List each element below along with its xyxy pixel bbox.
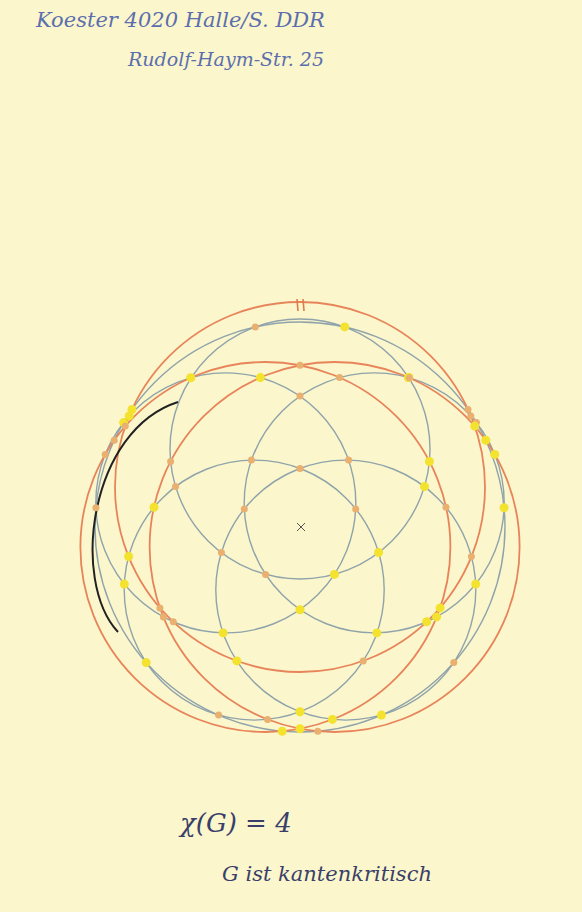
graph-vertex: [248, 457, 255, 464]
graph-vertex: [296, 707, 305, 716]
graph-vertex: [360, 657, 367, 664]
tick-mark: [297, 299, 298, 311]
graph-vertex: [436, 603, 445, 612]
graph-vertex: [167, 458, 174, 465]
graph-vertex: [404, 373, 413, 382]
graph-vertex: [296, 724, 305, 733]
graph-vertex: [252, 323, 259, 330]
graph-vertex: [262, 571, 269, 578]
graph-vertex: [377, 711, 386, 720]
graph-vertex: [406, 374, 413, 381]
graph-edge: [124, 460, 384, 720]
graph-vertex: [150, 503, 159, 512]
graph-vertex: [420, 482, 429, 491]
graph-vertex: [160, 613, 167, 620]
graph-vertex: [142, 658, 151, 667]
graph-vertex: [336, 374, 343, 381]
graph-vertex: [297, 465, 304, 472]
graph-edge: [170, 319, 430, 579]
graph-edge: [96, 373, 356, 633]
graph-vertex: [241, 505, 248, 512]
graph-vertex: [340, 322, 349, 331]
graph-edge: [244, 373, 504, 633]
graph-vertex: [465, 406, 472, 413]
graph-vertex: [232, 656, 241, 665]
graph-vertex: [425, 457, 434, 466]
graph-vertex: [330, 570, 339, 579]
handwritten-note: G ist kantenkritisch: [222, 862, 432, 886]
graph-vertex: [297, 362, 304, 369]
graph-vertex: [219, 628, 228, 637]
black-edge: [93, 402, 178, 632]
graph-edges: [80, 302, 519, 732]
graph-vertex: [490, 450, 499, 459]
tick-mark: [303, 299, 304, 311]
graph-vertex: [170, 618, 177, 625]
graph-edge: [95, 322, 505, 732]
handwritten-note: Rudolf-Haym-Str. 25: [128, 48, 324, 70]
graph-vertex: [122, 423, 129, 430]
graph-vertex: [468, 553, 475, 560]
graph-vertex: [120, 580, 129, 589]
graph-vertices: [92, 322, 508, 735]
graph-vertex: [372, 628, 381, 637]
graph-edge: [80, 362, 450, 732]
graph-vertex: [422, 617, 431, 626]
graph-vertex: [215, 712, 222, 719]
graph-vertex: [102, 451, 109, 458]
graph-vertex: [172, 483, 179, 490]
handwritten-note: Koester 4020 Halle/S. DDR: [36, 8, 325, 32]
graph-vertex: [470, 422, 479, 431]
graph-vertex: [278, 727, 287, 736]
graph-vertex: [443, 504, 450, 511]
graph-vertex: [328, 715, 337, 724]
graph-vertex: [124, 552, 133, 561]
graph-vertex: [297, 393, 304, 400]
graph-vertex: [264, 716, 271, 723]
graph-edge: [150, 362, 520, 732]
graph-vertex: [450, 659, 457, 666]
graph-vertex: [345, 457, 352, 464]
graph-vertex: [186, 373, 195, 382]
graph-vertex: [156, 604, 163, 611]
graph-vertex: [111, 437, 118, 444]
center-cross: [297, 523, 305, 531]
graph-vertex: [467, 412, 474, 419]
graph-vertex: [471, 580, 480, 589]
graph-vertex: [218, 549, 225, 556]
graph-vertex: [314, 728, 321, 735]
graph-vertex: [256, 373, 265, 382]
graph-vertex: [404, 373, 413, 382]
graph-vertex: [481, 436, 490, 445]
center-cross: [297, 523, 305, 531]
graph-vertex: [128, 405, 137, 414]
graph-edge: [115, 302, 485, 672]
graph-vertex: [352, 505, 359, 512]
graph-vertex: [432, 612, 441, 621]
graph-vertex: [296, 605, 305, 614]
graph-vertex: [374, 548, 383, 557]
graph-vertex: [500, 503, 509, 512]
graph-vertex: [92, 504, 99, 511]
handwritten-note: χ(G) = 4: [180, 808, 292, 838]
graph-edge: [216, 460, 476, 720]
